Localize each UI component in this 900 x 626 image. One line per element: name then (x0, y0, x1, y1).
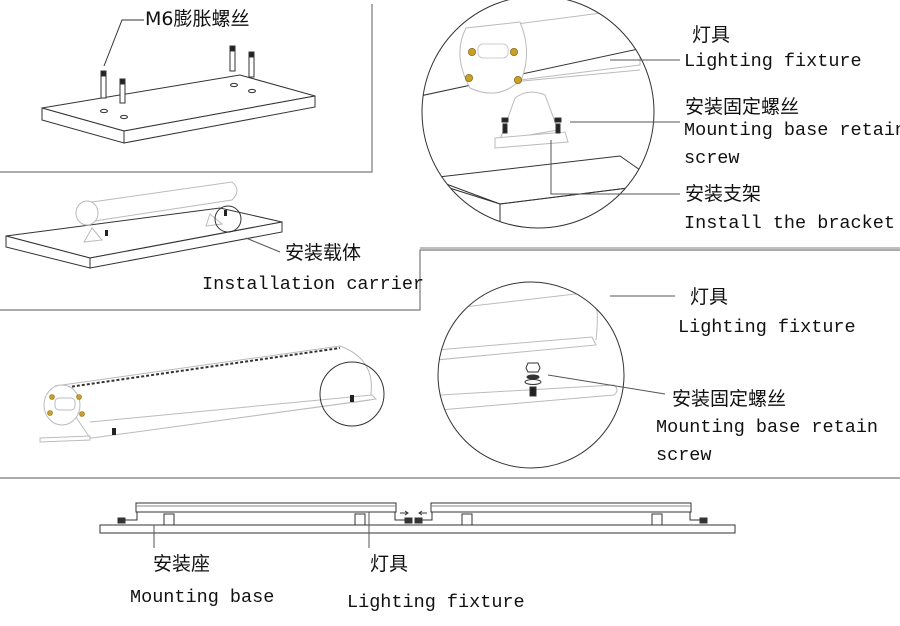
label-fixture-en-bottom: Lighting fixture (347, 592, 525, 613)
label-carrier-en: Installation carrier (202, 274, 425, 295)
label-retain-screw-en-mid-2: screw (656, 445, 712, 466)
expansion-screws (100, 45, 255, 104)
step1-detail-circle (421, 0, 680, 229)
label-fixture-cn-top: 灯具 (692, 24, 731, 46)
step4-side-view (99, 502, 736, 548)
label-fixture-cn-bottom: 灯具 (370, 553, 409, 575)
panel-dividers (0, 4, 900, 479)
label-retain-screw-cn-top: 安装固定螺丝 (685, 96, 800, 118)
divider-step1 (0, 4, 373, 173)
step3-assembly (39, 345, 385, 443)
label-carrier-cn: 安装载体 (285, 242, 362, 264)
label-fixture-cn-mid: 灯具 (690, 286, 729, 308)
divider-step2 (0, 249, 900, 311)
label-fixture-en-top: Lighting fixture (684, 51, 862, 72)
step2-assembly (5, 181, 283, 269)
label-mount-base-cn: 安装座 (153, 553, 211, 575)
label-retain-screw-cn-mid: 安装固定螺丝 (672, 388, 787, 410)
label-mount-base-en: Mounting base (130, 587, 275, 608)
label-fixture-en-mid: Lighting fixture (678, 317, 856, 338)
leader-expansion-screw (103, 19, 144, 67)
label-expansion-screw: M6膨胀螺丝 (145, 8, 250, 30)
label-retain-screw-en-mid-1: Mounting base retain (656, 417, 879, 438)
step3-detail-circle (437, 281, 675, 469)
label-retain-screw-en-top-2: screw (684, 148, 740, 169)
step1-slab (41, 74, 316, 144)
label-bracket-cn: 安装支架 (685, 183, 762, 205)
label-bracket-en: Install the bracket (684, 213, 895, 234)
label-retain-screw-en-top-1: Mounting base retain (684, 120, 900, 141)
